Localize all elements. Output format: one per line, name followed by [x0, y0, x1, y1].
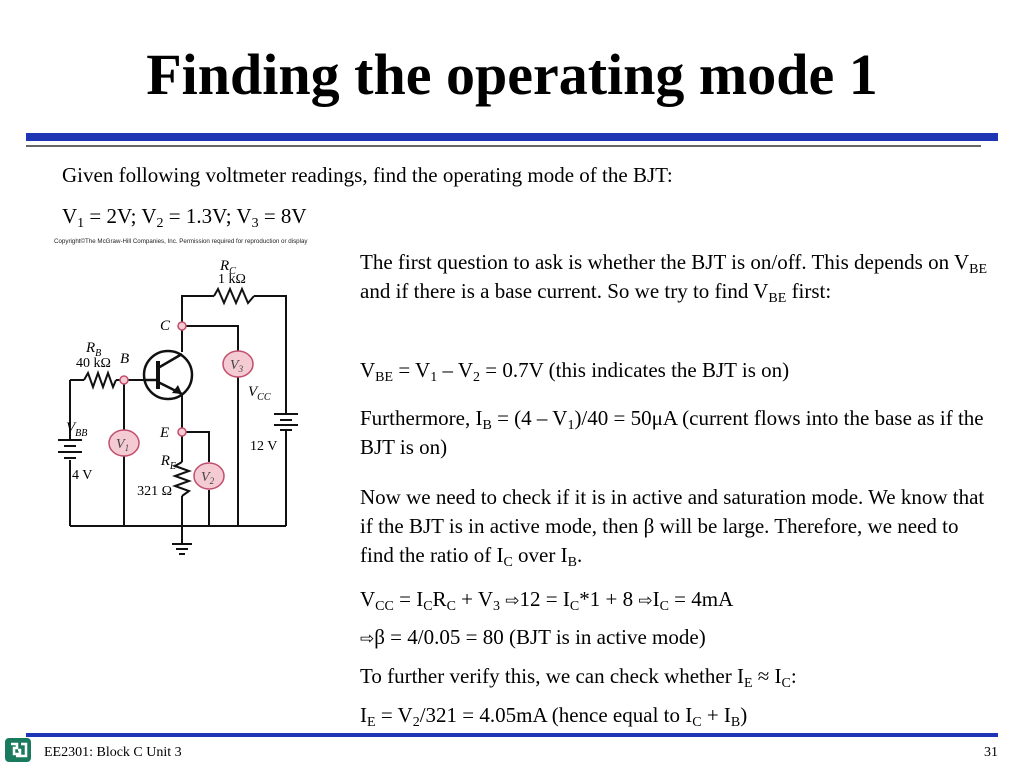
title-rule-blue — [26, 133, 998, 141]
verify-paragraph: To further verify this, we can check whe… — [360, 664, 797, 691]
copyright-notice: Copyright©The McGraw-Hill Companies, Inc… — [54, 238, 308, 245]
v2-meter — [193, 462, 225, 490]
vbb-label: VBB — [66, 420, 87, 439]
node-b-dot — [119, 375, 129, 385]
rb-label: RB — [85, 340, 101, 359]
footer-rule — [26, 733, 998, 737]
vbe-equation: VBE = V1 – V2 = 0.7V (this indicates the… — [360, 358, 790, 385]
slide-title: Finding the operating mode 1 — [146, 42, 878, 107]
ie-equation: IE = V2/321 = 4.05mA (hence equal to IC … — [360, 703, 748, 730]
paragraph-on-off: The first question to ask is whether the… — [360, 250, 988, 306]
readings-line: V1 = 2V; V2 = 1.3V; V3 = 8V — [62, 204, 307, 231]
v3-meter — [222, 350, 254, 378]
v1-meter-label: V1 — [116, 437, 129, 453]
rb-resistor — [83, 370, 117, 390]
beta-equation: ⇨β = 4/0.05 = 80 (BJT is in active mode) — [360, 625, 706, 649]
node-c-label: C — [160, 318, 171, 334]
implies-arrow-icon: ⇨ — [638, 591, 653, 611]
vbb-battery — [58, 439, 82, 459]
implies-arrow-icon: ⇨ — [505, 591, 520, 611]
intro-text: Given following voltmeter readings, find… — [62, 163, 673, 187]
vcc-battery — [274, 413, 298, 431]
emitter-arrow — [172, 385, 182, 394]
v3-meter-label: V3 — [230, 358, 244, 374]
base-current-paragraph: Furthermore, IB = (4 – V1)/40 = 50μA (cu… — [360, 406, 984, 459]
node-e-dot — [177, 427, 187, 437]
re-resistor — [172, 461, 192, 497]
rc-value: 1 kΩ — [218, 272, 246, 287]
university-logo-icon — [5, 738, 31, 762]
v2-meter-label: V2 — [201, 470, 215, 486]
ic-equation: VCC = ICRC + V3 ⇨12 = IC*1 + 8 ⇨IC = 4mA — [360, 587, 734, 614]
title-rule-gray — [26, 145, 981, 147]
rc-resistor — [213, 286, 255, 306]
bjt-circuit-diagram: RC 1 kΩ RB 40 kΩ RE 321 Ω VBB 4 V VCC 12… — [58, 258, 298, 555]
re-label: RE — [160, 453, 176, 472]
node-b-label: B — [120, 351, 129, 367]
rc-label: RC — [219, 258, 236, 277]
bjt-transistor — [142, 349, 194, 401]
re-value: 321 Ω — [137, 484, 172, 499]
vcc-label: VCC — [248, 384, 271, 403]
node-c-dot — [177, 321, 187, 331]
implies-arrow-icon: ⇨ — [360, 629, 375, 649]
active-mode-paragraph: Now we need to check if it is in active … — [360, 485, 985, 570]
rb-value: 40 kΩ — [76, 356, 111, 371]
v1-meter — [108, 429, 140, 457]
footer-course: EE2301: Block C Unit 3 — [44, 745, 182, 760]
node-e-label: E — [159, 425, 169, 441]
vcc-value: 12 V — [250, 439, 277, 454]
footer-page-number: 31 — [984, 745, 998, 760]
vbb-value: 4 V — [72, 468, 92, 483]
